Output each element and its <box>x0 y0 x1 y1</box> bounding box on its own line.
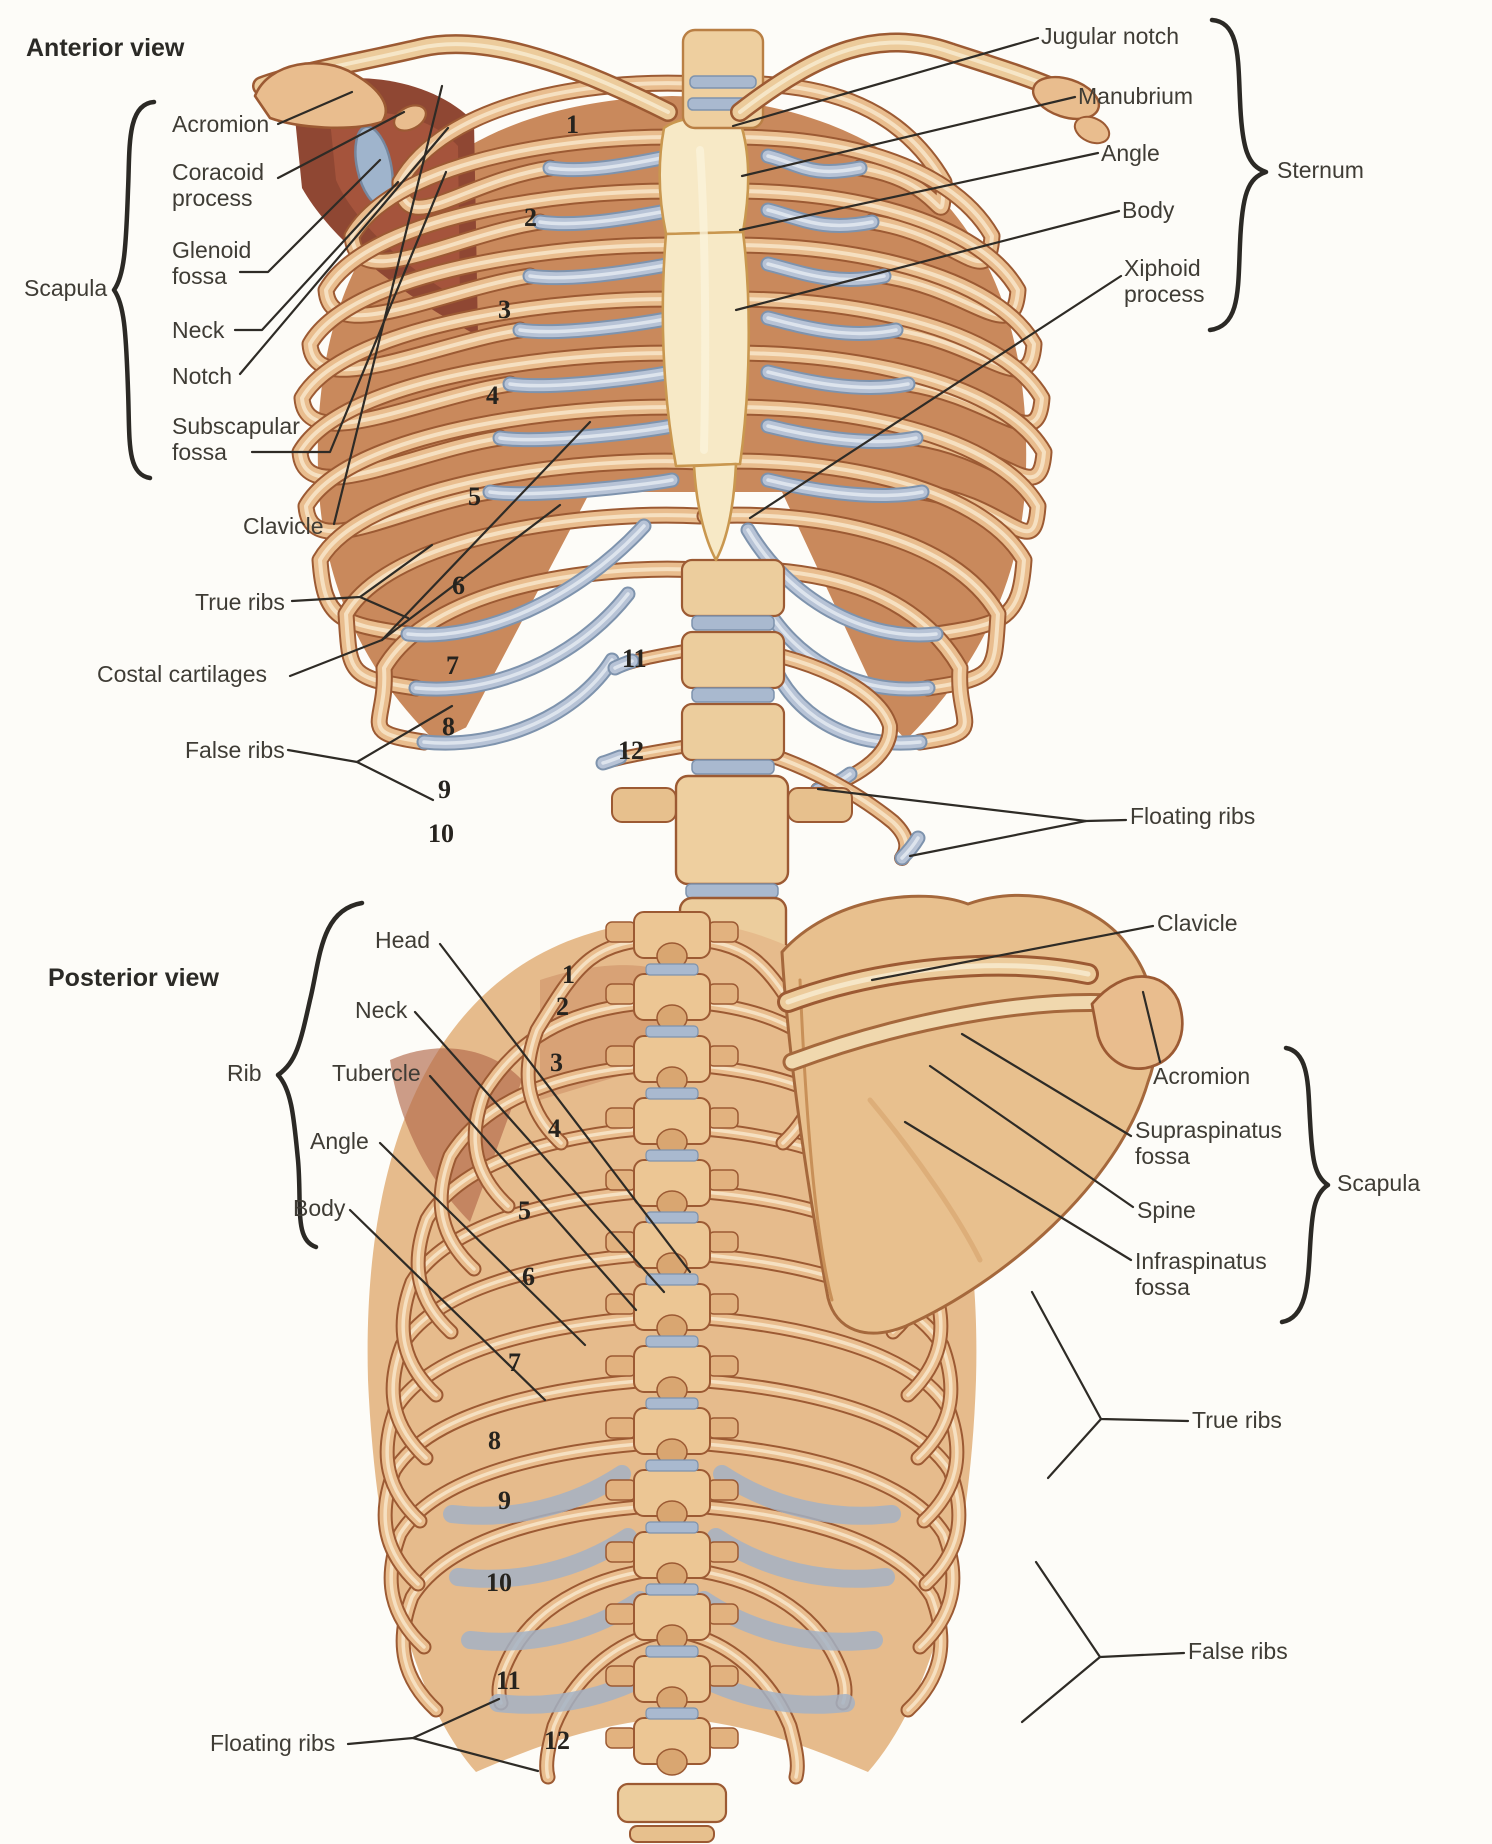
anterior-rib-number-11: 11 <box>622 644 647 673</box>
posterior-rib-number-4: 4 <box>548 1114 561 1143</box>
anterior-rib-number-9: 9 <box>438 775 451 804</box>
label-jugular-notch: Jugular notch <box>1041 23 1180 49</box>
label-sternal-body: Body <box>1122 197 1175 223</box>
label-true-ribs-anterior: True ribs <box>195 589 285 615</box>
anterior-rib-number-6: 6 <box>452 571 465 600</box>
anterior-rib-number-3: 3 <box>498 295 511 324</box>
label-rib-tubercle: Tubercle <box>332 1060 421 1086</box>
label-coracoid-process: Coracoid process <box>172 159 265 211</box>
label-rib-head: Head <box>375 927 430 953</box>
label-false-ribs-posterior: False ribs <box>1188 1638 1288 1664</box>
posterior-rib-number-12: 12 <box>544 1726 570 1755</box>
posterior-rib-number-2: 2 <box>556 992 569 1021</box>
label-acromion: Acromion <box>172 111 270 137</box>
anterior-rib-number-10: 10 <box>428 819 454 848</box>
anterior-rib-number-5: 5 <box>468 482 481 511</box>
label-rib-neck: Neck <box>355 997 408 1023</box>
label-true-ribs-posterior: True ribs <box>1192 1407 1282 1433</box>
posterior-rib-number-9: 9 <box>498 1486 511 1515</box>
anterior-view-title: Anterior view <box>26 34 185 62</box>
label-supraspinatus-fossa: Supraspinatus fossa <box>1135 1117 1283 1169</box>
label-scapula-neck: Neck <box>172 317 225 343</box>
posterior-rib-number-8: 8 <box>488 1426 501 1455</box>
label-sternum-group: Sternum <box>1277 157 1364 183</box>
posterior-rib-number-1: 1 <box>562 960 575 989</box>
anterior-rib-number-1: 1 <box>566 110 579 139</box>
posterior-rib-number-5: 5 <box>518 1196 531 1225</box>
label-floating-ribs-anterior: Floating ribs <box>1130 803 1256 829</box>
label-rib-group: Rib <box>227 1060 262 1086</box>
label-floating-ribs-posterior: Floating ribs <box>210 1730 336 1756</box>
posterior-rib-number-11: 11 <box>496 1666 521 1695</box>
label-clavicle-posterior: Clavicle <box>1157 910 1238 936</box>
label-glenoid-fossa: Glenoid fossa <box>172 237 252 289</box>
anterior-rib-number-4: 4 <box>486 381 499 410</box>
anterior-rib-number-7: 7 <box>446 651 459 680</box>
label-rib-angle: Angle <box>310 1128 369 1154</box>
anterior-rib-number-8: 8 <box>442 712 455 741</box>
posterior-rib-number-7: 7 <box>508 1348 521 1377</box>
label-scapular-spine: Spine <box>1137 1197 1196 1223</box>
label-false-ribs-anterior: False ribs <box>185 737 285 763</box>
label-manubrium: Manubrium <box>1078 83 1194 109</box>
anterior-rib-number-12: 12 <box>618 736 644 765</box>
label-scapula-notch: Notch <box>172 363 233 389</box>
label-infraspinatus-fossa: Infraspinatus fossa <box>1135 1248 1267 1300</box>
label-clavicle-anterior: Clavicle <box>243 513 324 539</box>
label-scapula-group-posterior: Scapula <box>1337 1170 1421 1196</box>
posterior-rib-number-10: 10 <box>486 1568 512 1597</box>
label-scapula-group: Scapula <box>24 275 108 301</box>
label-costal-cartilages: Costal cartilages <box>97 661 268 687</box>
label-sternal-angle: Angle <box>1101 140 1160 166</box>
label-subscapular-fossa: Subscapular fossa <box>172 413 300 465</box>
posterior-view-title: Posterior view <box>48 964 219 992</box>
label-rib-body: Body <box>293 1195 346 1221</box>
posterior-rib-number-6: 6 <box>522 1262 535 1291</box>
label-acromion-posterior: Acromion <box>1153 1063 1251 1089</box>
label-xiphoid-process: Xiphoid process <box>1124 255 1205 307</box>
posterior-rib-number-3: 3 <box>550 1048 563 1077</box>
anterior-rib-number-2: 2 <box>524 203 537 232</box>
